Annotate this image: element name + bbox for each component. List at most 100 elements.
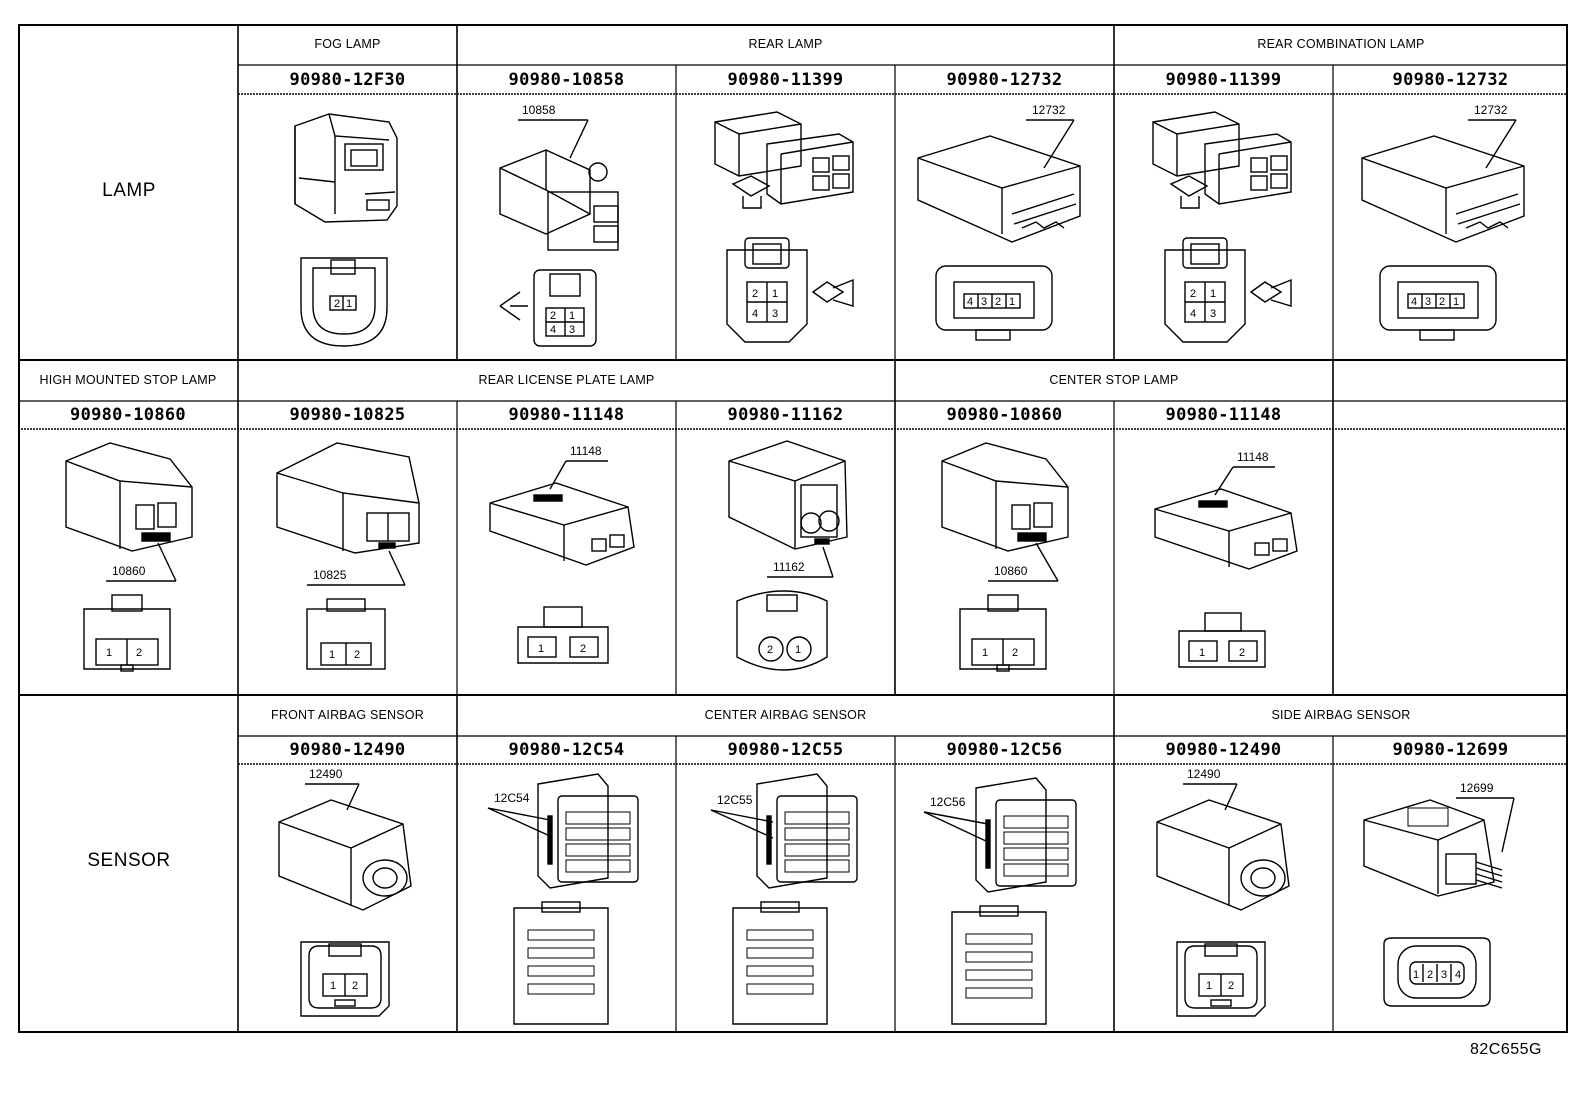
- part-number: 90980-10860: [946, 404, 1063, 425]
- pin-label: 4: [1190, 308, 1196, 320]
- pin-label: 2: [1190, 288, 1196, 300]
- connector-drawing-rear-lamp-10858: 10858 2 1 4 3: [458, 96, 675, 358]
- connector-drawing-rear-combination-lamp-12732: 12732 4 3 2 1: [1334, 96, 1566, 358]
- part-number: 90980-11162: [727, 404, 844, 425]
- connector-drawing-rear-license-plate-lamp-10825: 10825 1 2: [239, 431, 456, 693]
- connector-drawing-rear-combination-lamp-11399: 2 1 4 3: [1115, 96, 1332, 358]
- pin-label: 2: [136, 647, 142, 659]
- connector-drawing-center-stop-lamp-11148: 11148 1 2: [1115, 431, 1332, 693]
- pin-label: 4: [1411, 296, 1417, 308]
- connector-drawing-rear-license-plate-lamp-11148: 11148 1 2: [458, 431, 675, 693]
- pin-label: 3: [772, 308, 778, 320]
- pin-label: 2: [1012, 647, 1018, 659]
- part-number: 90980-12490: [1165, 739, 1282, 760]
- section-header-high-mounted-stop-lamp: HIGH MOUNTED STOP LAMP: [39, 373, 217, 387]
- part-callout-label: 12C54: [494, 791, 530, 805]
- pin-label: 2: [995, 296, 1001, 308]
- part-number: 90980-10860: [70, 404, 186, 425]
- connector-drawing-center-airbag-sensor-12c56: 12C56: [896, 766, 1113, 1031]
- part-callout-label: 12490: [309, 767, 343, 781]
- section-header-fog-lamp: FOG LAMP: [314, 37, 381, 51]
- part-number: 90980-12699: [1392, 739, 1509, 760]
- pin-label: 1: [346, 298, 352, 310]
- pin-label: 1: [982, 647, 988, 659]
- connector-drawing-center-airbag-sensor-12c54: 12C54: [458, 766, 675, 1031]
- part-number: 90980-11399: [1165, 69, 1282, 90]
- pin-label: 2: [334, 298, 340, 310]
- pin-label: 3: [1210, 308, 1216, 320]
- category-label-sensor: SENSOR: [87, 850, 171, 871]
- part-callout-label: 11148: [1237, 450, 1269, 464]
- part-callout-label: 10860: [112, 564, 146, 578]
- section-header-center-airbag-sensor: CENTER AIRBAG SENSOR: [704, 708, 867, 722]
- part-callout-label: 11162: [773, 560, 805, 574]
- part-callout-label: 12C55: [717, 793, 753, 807]
- pin-label: 2: [1239, 647, 1245, 659]
- pin-label: 4: [752, 308, 758, 320]
- part-callout-label: 12732: [1474, 103, 1508, 117]
- pin-label: 1: [569, 310, 575, 322]
- pin-label: 2: [752, 288, 758, 300]
- pin-label: 1: [1210, 288, 1216, 300]
- pin-label: 2: [550, 310, 556, 322]
- section-header-rear-lamp: REAR LAMP: [748, 37, 823, 51]
- pin-label: 1: [795, 644, 801, 656]
- part-number: 90980-12732: [1392, 69, 1509, 90]
- part-number: 90980-12F30: [289, 69, 406, 90]
- connector-drawing-high-mounted-stop-lamp-10860: 10860 1 2: [20, 431, 237, 693]
- pin-label: 1: [330, 980, 336, 992]
- pin-label: 1: [1453, 296, 1459, 308]
- pin-label: 2: [352, 980, 358, 992]
- connector-table: [18, 24, 1568, 1033]
- part-callout-label: 11148: [570, 444, 602, 458]
- part-number: 90980-11148: [508, 404, 625, 425]
- pin-label: 4: [1455, 969, 1461, 981]
- section-header-center-stop-lamp: CENTER STOP LAMP: [1049, 373, 1179, 387]
- connector-drawing-side-airbag-sensor-12699: 12699 1 2 3 4: [1334, 766, 1566, 1031]
- connector-drawing-side-airbag-sensor-12490: 12490 1 2: [1115, 766, 1332, 1031]
- part-callout-label: 10858: [522, 103, 556, 117]
- pin-label: 3: [981, 296, 987, 308]
- pin-label: 1: [1199, 647, 1205, 659]
- part-number: 90980-10858: [508, 69, 625, 90]
- part-number: 90980-11399: [727, 69, 844, 90]
- part-callout-label: 12C56: [930, 795, 966, 809]
- connector-drawing-center-airbag-sensor-12c55: 12C55: [677, 766, 894, 1031]
- connector-drawing-rear-lamp-11399: 2 1 4 3: [677, 96, 894, 358]
- pin-label: 1: [1206, 980, 1212, 992]
- pin-label: 1: [772, 288, 778, 300]
- pin-label: 1: [1413, 969, 1419, 981]
- section-header-front-airbag-sensor: FRONT AIRBAG SENSOR: [271, 708, 424, 722]
- part-callout-label: 10860: [994, 564, 1028, 578]
- pin-label: 2: [767, 644, 773, 656]
- pin-label: 1: [329, 649, 335, 661]
- category-label-lamp: LAMP: [102, 180, 156, 201]
- part-number: 90980-11148: [1165, 404, 1282, 425]
- pin-label: 2: [1439, 296, 1445, 308]
- pin-label: 3: [1441, 969, 1447, 981]
- section-header-rear-license-plate-lamp: REAR LICENSE PLATE LAMP: [478, 373, 655, 387]
- section-header-side-airbag-sensor: SIDE AIRBAG SENSOR: [1271, 708, 1411, 722]
- part-callout-label: 12732: [1032, 103, 1066, 117]
- pin-label: 2: [1228, 980, 1234, 992]
- part-callout-label: 10825: [313, 568, 347, 582]
- pin-label: 1: [1009, 296, 1015, 308]
- pin-label: 4: [550, 324, 556, 336]
- part-number: 90980-10825: [289, 404, 406, 425]
- pin-label: 3: [1425, 296, 1431, 308]
- part-callout-label: 12699: [1460, 781, 1494, 795]
- part-callout-label: 12490: [1187, 767, 1221, 781]
- part-number: 90980-12C54: [508, 739, 625, 760]
- connector-drawing-rear-license-plate-lamp-11162: 11162 2 1: [677, 431, 894, 693]
- pin-label: 2: [1427, 969, 1433, 981]
- part-number: 90980-12C55: [727, 739, 844, 760]
- connector-drawing-fog-lamp: 2 1: [239, 96, 456, 358]
- connector-drawing-center-stop-lamp-10860: 10860 1 2: [896, 431, 1113, 693]
- connector-drawing-front-airbag-sensor-12490: 12490 1 2: [239, 766, 456, 1031]
- pin-label: 2: [580, 643, 586, 655]
- connector-drawing-rear-lamp-12732: 12732 4 3 2 1: [896, 96, 1113, 358]
- pin-label: 1: [538, 643, 544, 655]
- pin-label: 3: [569, 324, 575, 336]
- drawing-reference-code: 82C655G: [1470, 1041, 1542, 1058]
- part-number: 90980-12732: [946, 69, 1063, 90]
